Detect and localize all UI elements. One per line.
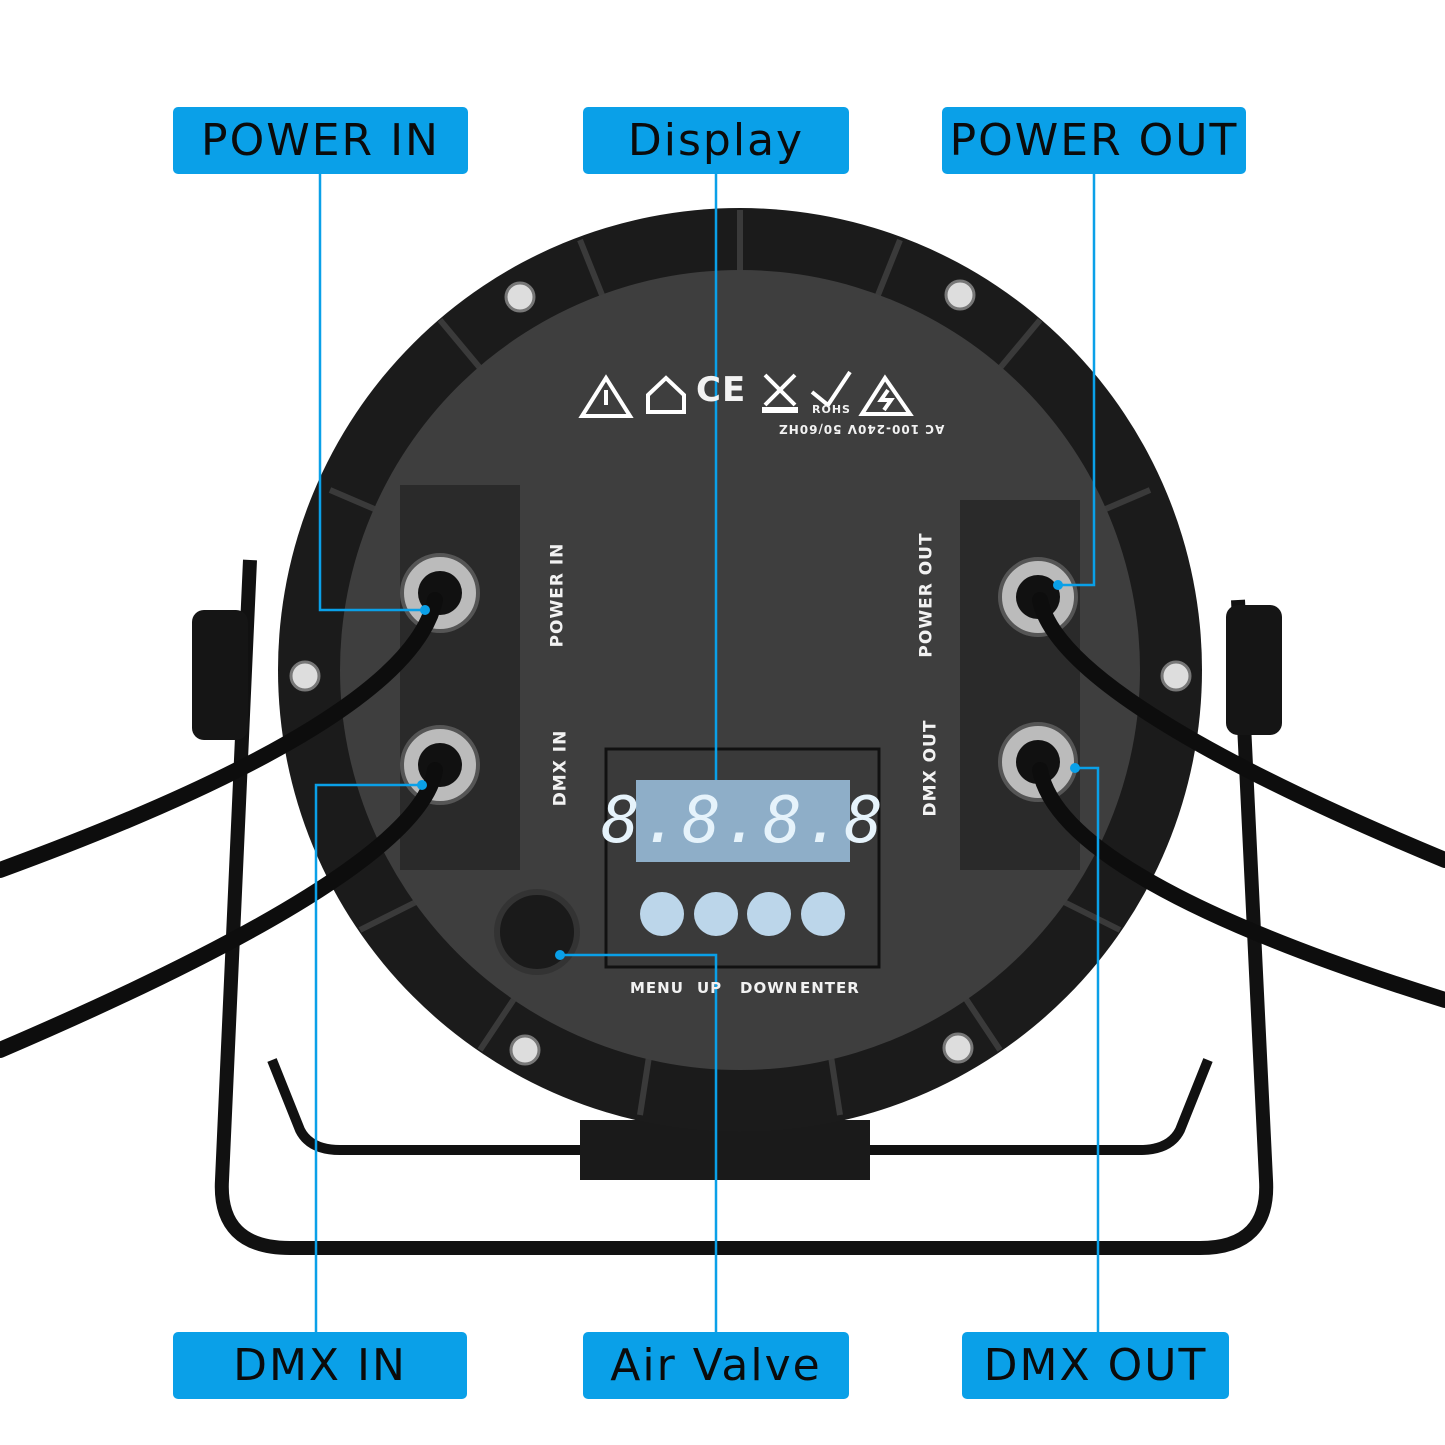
- button-label-enter: ENTER: [800, 979, 860, 997]
- led-display: 8.8.8.8: [601, 780, 883, 862]
- callout-display: Display: [583, 107, 849, 174]
- button-label-up: UP: [697, 979, 723, 997]
- port-label-dmx-out: DMX OUT: [920, 719, 941, 817]
- panel-buttons: [640, 892, 845, 936]
- callout-power-in: POWER IN: [173, 107, 468, 174]
- air-valve-icon: [494, 889, 580, 975]
- button-label-down: DOWN: [740, 979, 799, 997]
- certification-icons: [578, 370, 914, 418]
- callout-dmx-out: DMX OUT: [962, 1332, 1229, 1399]
- button-label-menu: MENU: [630, 979, 684, 997]
- knob-left-icon: [192, 610, 248, 740]
- port-label-power-out: POWER OUT: [916, 532, 937, 658]
- callout-power-out: POWER OUT: [942, 107, 1246, 174]
- ce-mark: CE: [696, 370, 747, 410]
- port-label-power-in: POWER IN: [547, 542, 568, 648]
- callout-air-valve: Air Valve: [583, 1332, 849, 1399]
- knob-right-icon: [1226, 605, 1282, 735]
- screw-icons: [289, 279, 1192, 1066]
- rohs-mark: ROHS: [812, 403, 851, 416]
- callout-dmx-in: DMX IN: [173, 1332, 467, 1399]
- back-plate: [340, 270, 1140, 1070]
- leader-lines: [314, 174, 1100, 1332]
- cables: [0, 592, 1445, 1058]
- power-rating: AC 100-240V 50/60HZ: [778, 422, 945, 436]
- port-label-dmx-in: DMX IN: [550, 729, 571, 807]
